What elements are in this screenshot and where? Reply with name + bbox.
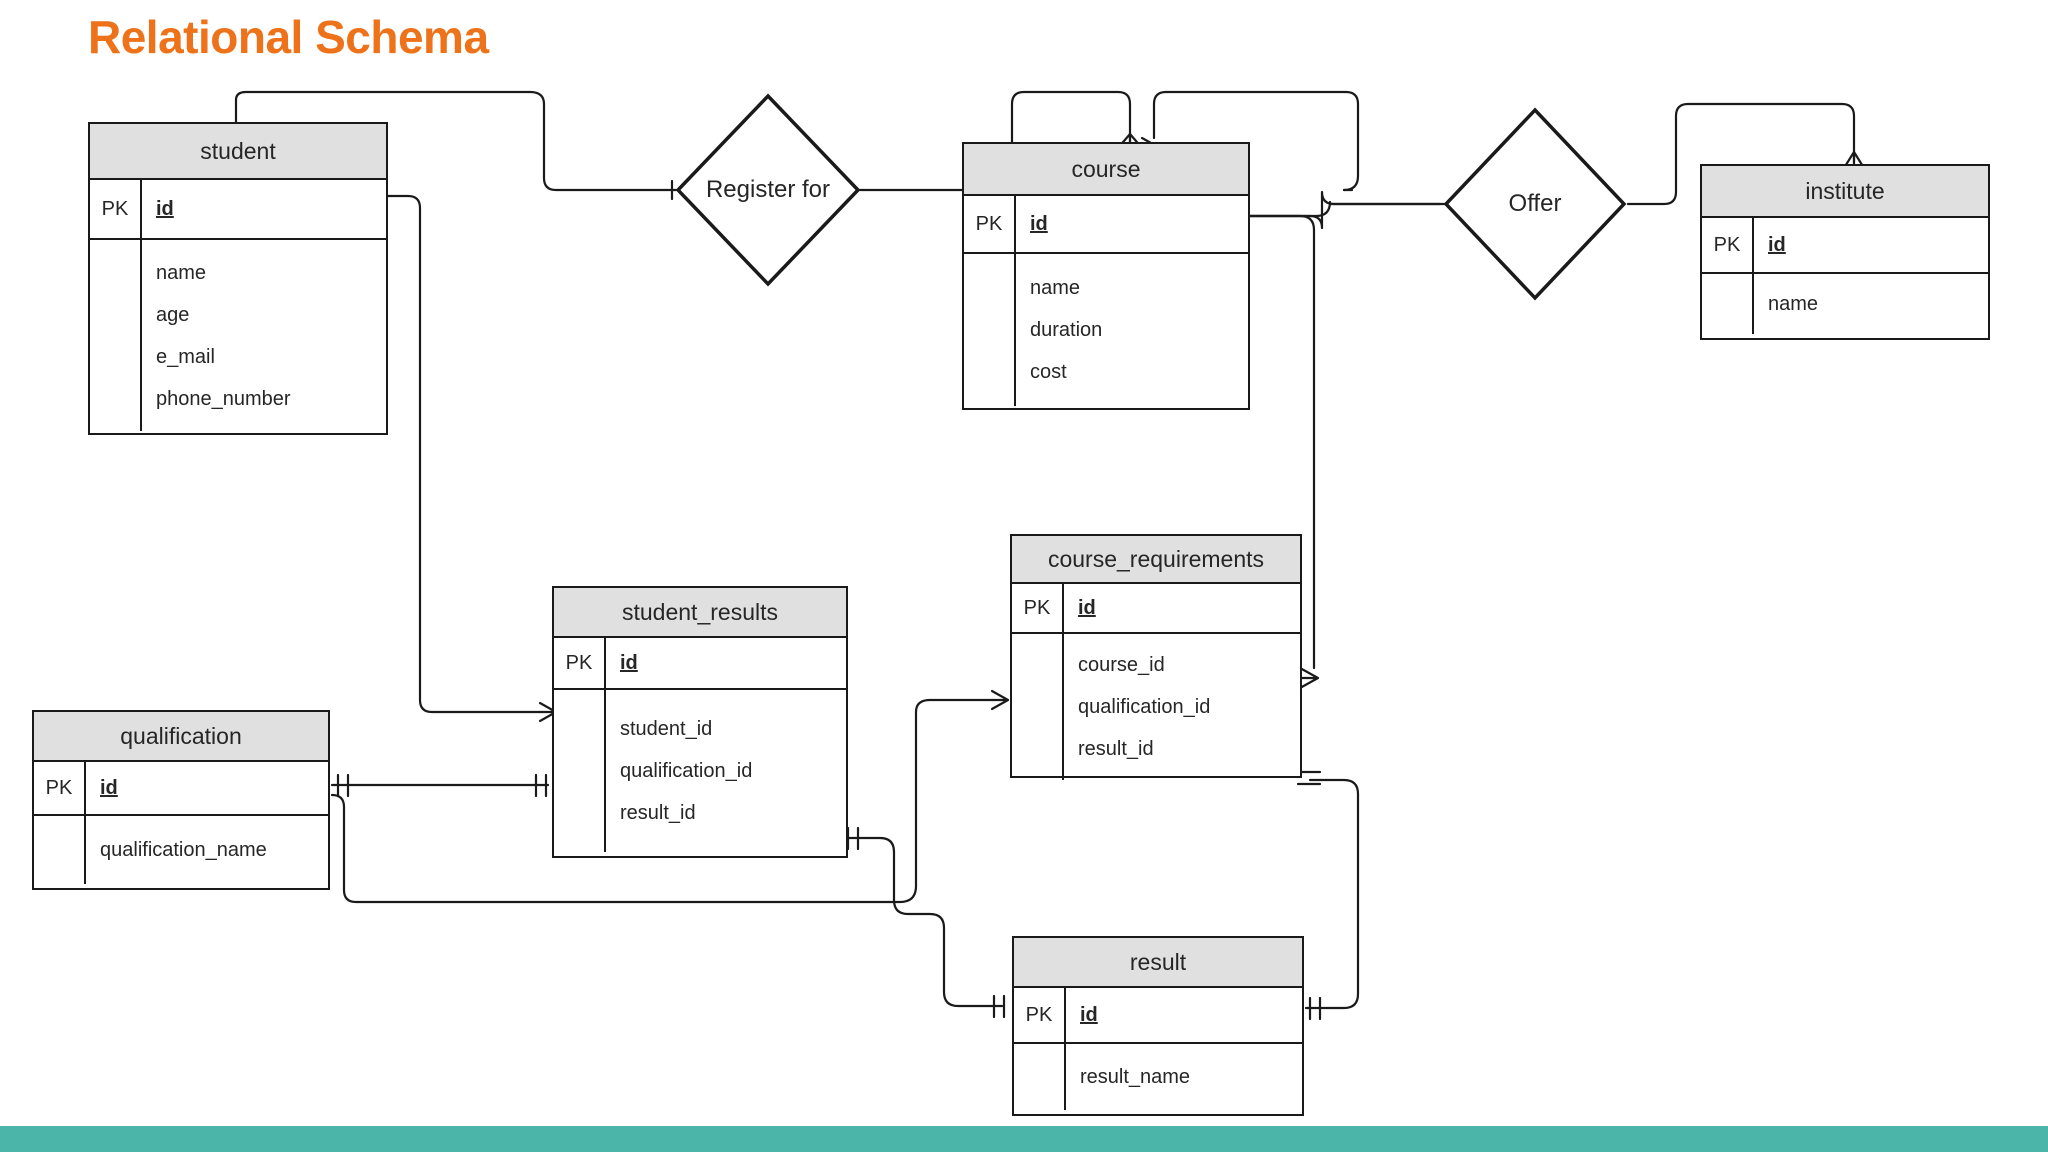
entity-result[interactable]: result PK id result_name [1012,936,1304,1116]
entity-course-requirements-body: PK id course_id qualification_id result_… [1012,584,1300,780]
entity-institute[interactable]: institute PK id name [1700,164,1990,340]
entity-course-requirements-title: course_requirements [1012,536,1300,584]
line-course-offer [1248,190,1442,230]
entity-qualification-attr: qualification_name [100,839,267,861]
entity-student-attr: age [156,303,190,326]
page-title: Relational Schema [88,11,489,63]
entity-result-pk-label: PK [1014,988,1066,1042]
entity-course-pk-row: PK id [964,196,1248,254]
entity-student-attr-row: name age e_mail phone_number [90,240,386,431]
entity-qualification-pk-label: PK [34,762,86,814]
crowfoot-coursereq-left [990,689,1010,711]
entity-student-results-pk-label: PK [554,638,606,688]
entity-student-results-attr: student_id [620,718,713,740]
entity-student-attr-keycol [90,240,142,431]
line-student-registerfor [234,90,678,192]
entity-student-results-body: PK id student_id qualification_id result… [554,638,846,856]
entity-student-attr: name [156,261,207,284]
entity-course-requirements-pk-label: PK [1012,584,1064,632]
entity-result-title: result [1014,938,1302,988]
entity-institute-title: institute [1702,166,1988,218]
line-offer-institute [1626,102,1856,206]
entity-institute-pk-row: PK id [1702,218,1988,274]
line-offer-course-top [1152,90,1168,140]
register-for-diamond-shape [675,93,861,287]
entity-course-requirements-attr-keycol [1012,634,1064,780]
entity-course-requirements-pk-row: PK id [1012,584,1300,634]
entity-student-results-attr-keycol [554,690,606,852]
entity-course-attr-row: name duration cost [964,254,1248,406]
entity-course-attr-keycol [964,254,1016,406]
entity-course-pk-label: PK [964,196,1016,252]
line-qualification-coursereq [330,698,994,904]
entity-institute-attr: name [1768,293,1819,315]
entity-student-attr: phone_number [156,387,291,410]
entity-result-attr-row: result_name [1014,1044,1302,1110]
line-student-studentresults [386,194,542,714]
entity-qualification[interactable]: qualification PK id qualification_name [32,710,330,890]
entity-result-attr-keycol [1014,1044,1066,1110]
line-offer-top-run [1164,90,1360,192]
entity-institute-attr-row: name [1702,274,1988,334]
entity-result-pk-row: PK id [1014,988,1302,1044]
entity-student-results[interactable]: student_results PK id student_id qualifi… [552,586,848,858]
entity-result-attr: result_name [1080,1066,1191,1088]
crowfoot-coursereq-right [1298,666,1320,690]
entity-course-title: course [964,144,1248,196]
entity-qualification-body: PK id qualification_name [34,762,328,888]
line-course-coursereq [1248,214,1316,670]
entity-institute-attr-keycol [1702,274,1754,334]
entity-course-requirements-pk-field: id [1078,597,1096,619]
entity-result-pk-field: id [1080,1004,1098,1026]
relationship-register-for[interactable]: Register for [672,90,864,290]
entity-course[interactable]: course PK id name duration cost [962,142,1250,410]
entity-student-results-title: student_results [554,588,846,638]
entity-student-results-attr: result_id [620,802,696,824]
entity-qualification-attr-row: qualification_name [34,816,328,884]
entity-student-results-attr: qualification_id [620,760,753,782]
offer-diamond-shape [1443,107,1627,301]
marker-one-result-right [1308,996,1322,1021]
entity-qualification-pk-row: PK id [34,762,328,816]
entity-course-requirements-attr: course_id [1078,654,1165,676]
entity-result-body: PK id result_name [1014,988,1302,1114]
entity-qualification-title: qualification [34,712,328,762]
entity-student-pk-field: id [156,198,174,220]
marker-one-sr-left [534,773,548,798]
entity-student-pk-row: PK id [90,180,386,240]
entity-student-results-attr-row: student_id qualification_id result_id [554,690,846,852]
entity-qualification-pk-field: id [100,777,118,799]
entity-student-title: student [90,124,386,180]
entity-student-attr: e_mail [156,345,215,368]
line-course-offer-2 [1248,200,1452,218]
entity-qualification-attr-keycol [34,816,86,884]
entity-course-pk-field: id [1030,213,1048,235]
line-coursereq-result [1304,778,1360,1010]
marker-one-result-left [992,994,1006,1019]
line-studentresults-result [842,836,1004,1008]
entity-course-body: PK id name duration cost [964,196,1248,408]
relationship-offer[interactable]: Offer [1440,104,1630,304]
entity-course-requirements-attr-row: course_id qualification_id result_id [1012,634,1300,780]
entity-course-attr: cost [1030,361,1067,383]
entity-institute-pk-label: PK [1702,218,1754,272]
marker-one-sr-right [846,826,860,851]
entity-institute-body: PK id name [1702,218,1988,338]
entity-student-pk-label: PK [90,180,142,238]
marker-one-qual-right [336,773,350,798]
entity-course-requirements[interactable]: course_requirements PK id course_id qual… [1010,534,1302,780]
entity-course-attr: name [1030,277,1081,299]
entity-student[interactable]: student PK id name age e_mail phone_numb… [88,122,388,435]
entity-course-requirements-attr: result_id [1078,738,1154,760]
entity-course-requirements-attr: qualification_id [1078,696,1211,718]
entity-institute-pk-field: id [1768,234,1786,256]
entity-student-body: PK id name age e_mail phone_number [90,180,386,433]
entity-course-attr: duration [1030,319,1103,341]
entity-student-results-pk-row: PK id [554,638,846,690]
entity-student-results-pk-field: id [620,652,638,674]
footer-bar [0,1126,2048,1152]
